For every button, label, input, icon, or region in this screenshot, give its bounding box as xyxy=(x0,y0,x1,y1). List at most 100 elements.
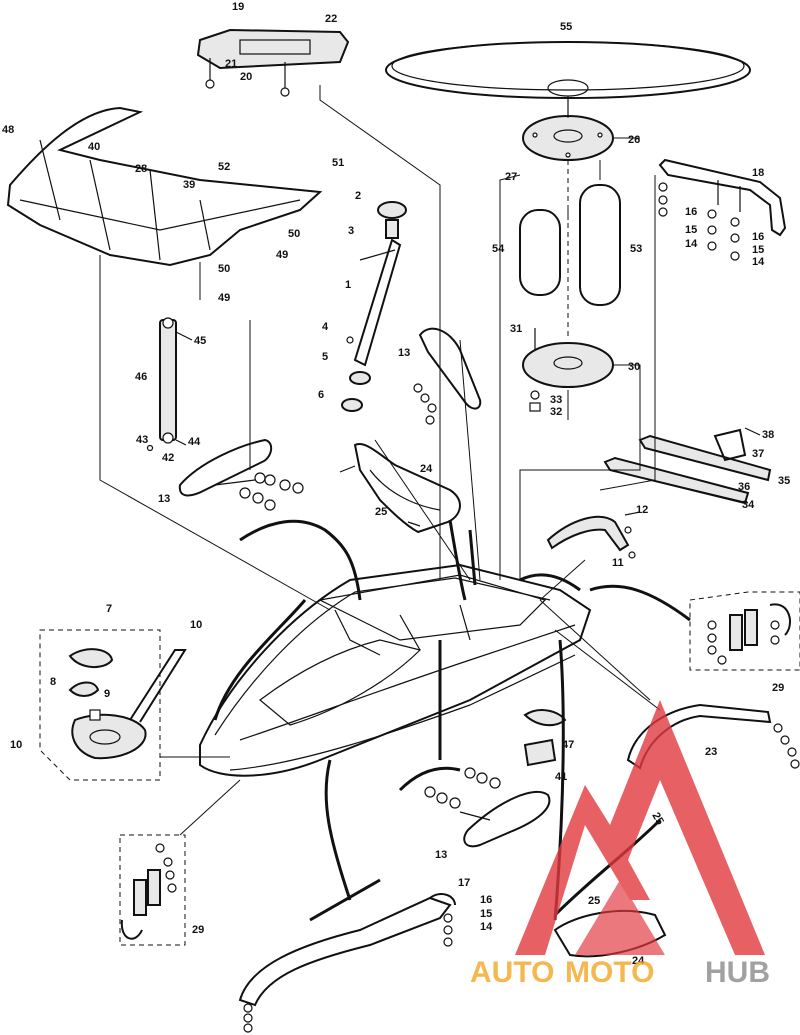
watermark-triangle-logo xyxy=(515,700,765,955)
steering-column xyxy=(341,201,407,412)
callout-21: 21 xyxy=(225,58,237,70)
callout-44: 44 xyxy=(188,436,201,448)
callout-45: 45 xyxy=(194,335,206,347)
grab-handle-upper xyxy=(413,327,482,425)
callout-27: 27 xyxy=(505,171,517,183)
callout-28: 28 xyxy=(135,163,147,175)
callout-48: 48 xyxy=(2,124,14,136)
callout-43: 43 xyxy=(136,434,148,446)
callout-49a: 49 xyxy=(276,249,288,261)
callout-18: 18 xyxy=(752,167,764,179)
callout-4: 4 xyxy=(322,321,329,333)
callout-15b: 15 xyxy=(752,244,764,256)
callout-30: 30 xyxy=(628,361,640,373)
support-strut xyxy=(146,317,193,452)
callout-5: 5 xyxy=(322,351,328,363)
callout-13a: 13 xyxy=(398,347,410,359)
callout-25c: 25 xyxy=(649,811,666,828)
watermark-text-hub: HUB xyxy=(705,956,770,989)
cleat-kit xyxy=(39,629,187,781)
callout-15c: 15 xyxy=(480,908,492,920)
callout-49b: 49 xyxy=(218,292,230,304)
callout-3: 3 xyxy=(348,225,354,237)
seat-lower xyxy=(553,909,667,958)
callout-23: 23 xyxy=(705,746,717,758)
callout-52: 52 xyxy=(218,161,230,173)
callout-38: 38 xyxy=(762,429,774,441)
callout-7: 7 xyxy=(106,603,112,615)
callout-10a: 10 xyxy=(190,619,202,631)
callout-51: 51 xyxy=(332,157,344,169)
callout-16b: 16 xyxy=(752,231,764,243)
callout-22: 22 xyxy=(325,13,337,25)
watermark-text-auto: AUTO xyxy=(470,956,554,989)
callout-2: 2 xyxy=(355,190,361,202)
watermark-text-moto: MOTO xyxy=(565,956,654,989)
callout-47: 47 xyxy=(562,739,574,751)
callout-16a: 16 xyxy=(685,206,697,218)
callout-50b: 50 xyxy=(218,263,230,275)
seat-bracket xyxy=(196,28,350,97)
callout-32: 32 xyxy=(550,406,562,418)
callout-24b: 24 xyxy=(632,955,645,967)
platform-bracket-left xyxy=(119,834,186,946)
callout-40: 40 xyxy=(88,141,100,153)
grab-handle-mid xyxy=(178,438,304,511)
windshield xyxy=(6,106,323,267)
callout-12: 12 xyxy=(636,504,648,516)
automotohub-watermark: AUTO MOTO HUB xyxy=(470,700,770,989)
callout-labels: 19 22 21 20 55 26 27 18 16 15 14 16 15 1… xyxy=(2,1,790,967)
callout-19: 19 xyxy=(232,1,244,13)
callout-25a: 25 xyxy=(375,506,387,518)
callout-13b: 13 xyxy=(158,493,170,505)
callout-25b: 25 xyxy=(588,895,600,907)
callout-11: 11 xyxy=(612,557,624,569)
callout-9: 9 xyxy=(104,688,110,700)
callout-20: 20 xyxy=(240,71,252,83)
callout-13c: 13 xyxy=(435,849,447,861)
callout-17: 17 xyxy=(458,877,470,889)
grab-rail-top xyxy=(658,158,787,237)
callout-33: 33 xyxy=(550,394,562,406)
callout-36: 36 xyxy=(738,481,750,493)
callout-14b: 14 xyxy=(752,256,765,268)
callout-50a: 50 xyxy=(288,228,300,240)
callout-29a: 29 xyxy=(772,682,784,694)
bracket-curved xyxy=(546,511,641,559)
leader-lines xyxy=(99,85,691,922)
callout-6: 6 xyxy=(318,389,324,401)
seat-rails xyxy=(603,427,772,505)
callout-29b: 29 xyxy=(192,924,204,936)
callout-8: 8 xyxy=(50,676,56,688)
cushions xyxy=(519,184,621,306)
callout-34: 34 xyxy=(742,499,755,511)
callout-26: 26 xyxy=(628,134,640,146)
callout-15a: 15 xyxy=(685,224,697,236)
callout-42: 42 xyxy=(162,452,174,464)
bimini-top-disc xyxy=(385,41,751,118)
callout-14a: 14 xyxy=(685,238,698,250)
callout-35: 35 xyxy=(778,475,790,487)
small-plates xyxy=(523,709,567,767)
platform-bracket-right xyxy=(689,591,800,671)
callout-10b: 10 xyxy=(10,739,22,751)
callout-46: 46 xyxy=(135,371,147,383)
callout-54: 54 xyxy=(492,243,505,255)
callout-14c: 14 xyxy=(480,921,493,933)
callout-37: 37 xyxy=(752,448,764,460)
boat-hull xyxy=(199,563,592,777)
hardware-stack-right xyxy=(658,182,740,261)
callout-16c: 16 xyxy=(480,894,492,906)
callout-39: 39 xyxy=(183,179,195,191)
mounting-flange-upper xyxy=(522,115,614,340)
seat xyxy=(339,443,461,534)
grab-rail-bottom xyxy=(238,893,456,1033)
callout-53: 53 xyxy=(630,243,642,255)
callout-1: 1 xyxy=(345,279,351,291)
grab-handle-lower xyxy=(424,767,551,848)
callout-24a: 24 xyxy=(420,463,433,475)
callout-55: 55 xyxy=(560,21,572,33)
callout-31: 31 xyxy=(510,323,522,335)
callout-41: 41 xyxy=(555,771,567,783)
